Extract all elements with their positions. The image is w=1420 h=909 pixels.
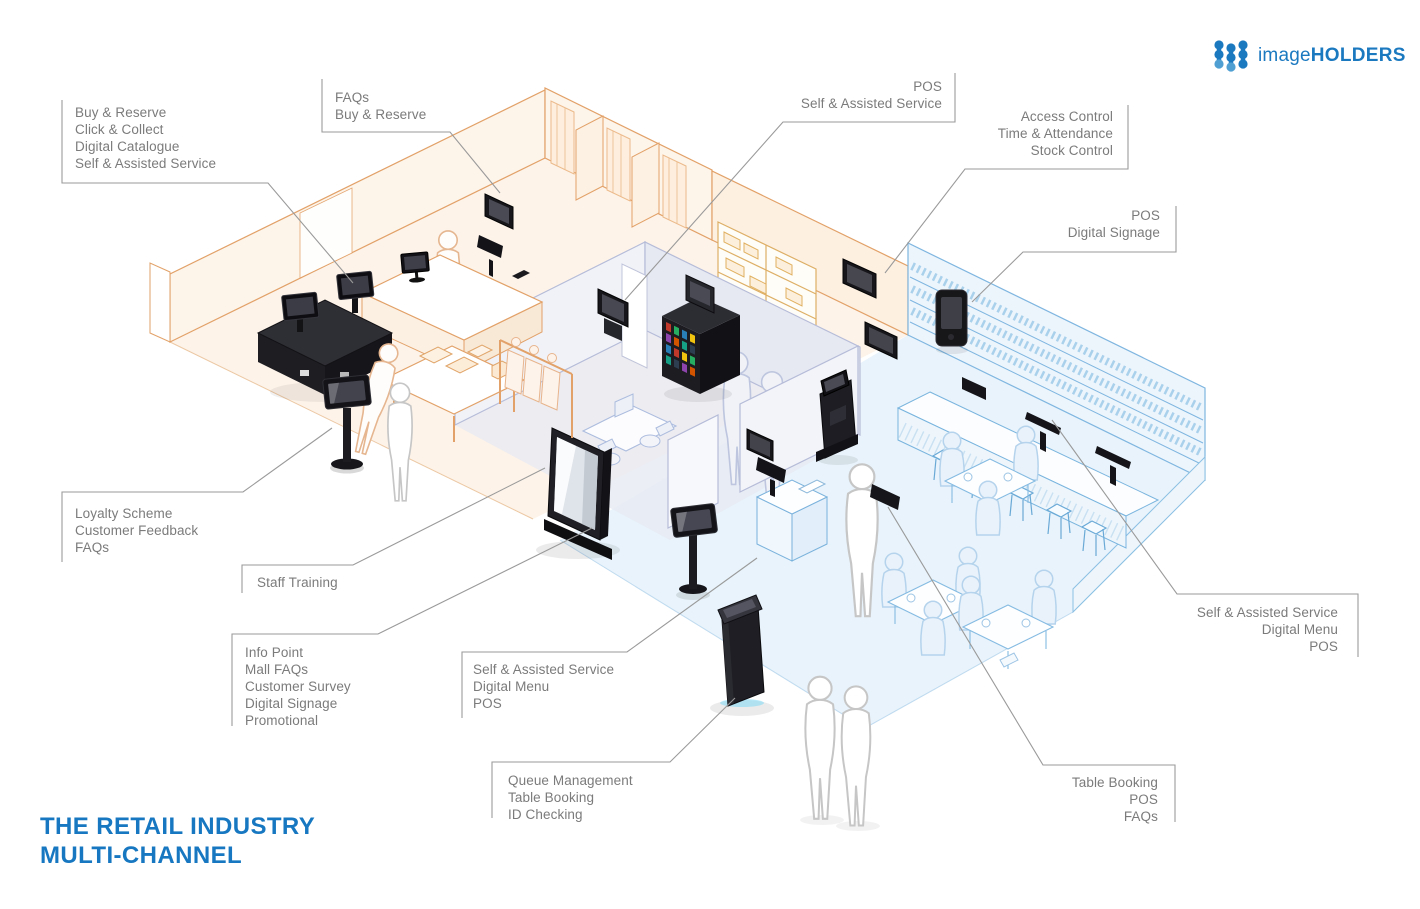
brand-logo: imageHOLDERS (1212, 38, 1406, 74)
imageholders-logo-icon (1214, 40, 1248, 72)
callout-label-line: ID Checking (508, 807, 583, 822)
wall-screen-kiosk-fitting (484, 193, 514, 230)
callout-info-point: Info Point Mall FAQs Customer Survey Dig… (245, 644, 351, 729)
callout-line-staff-training (241, 467, 546, 593)
callout-label-line: Access Control (1020, 109, 1113, 124)
customer-with-tablet (845, 463, 900, 618)
wall-side-kiosk (816, 369, 858, 465)
callout-line-queue (491, 697, 736, 818)
callout-loyalty: Loyalty Scheme Customer Feedback FAQs (75, 505, 198, 556)
card-terminal (512, 270, 530, 279)
callout-label-line: Digital Menu (473, 679, 550, 694)
callout-label-line: POS (1131, 208, 1160, 223)
dining-table (958, 569, 1057, 669)
callout-label-line: FAQs (75, 540, 110, 555)
brand-wordmark-bold: HOLDERS (1310, 45, 1406, 66)
callout-label-line: Customer Survey (245, 679, 351, 694)
callout-label-line: Table Booking (508, 790, 595, 805)
callout-label-line: Click & Collect (75, 122, 164, 137)
callout-line-loyalty (61, 427, 333, 562)
vending-kiosk (662, 274, 740, 402)
leader-lines (61, 73, 1359, 822)
brand-wordmark-light: image (1258, 45, 1311, 66)
page-title-line2: MULTI-CHANNEL (40, 842, 243, 869)
queue-lectern-kiosk (710, 594, 774, 716)
callout-line-self-menu-left (461, 557, 758, 718)
callout-label-line: Loyalty Scheme (75, 506, 173, 521)
callout-label-line: Self & Assisted Service (473, 662, 615, 677)
self-service-wall-kiosk (597, 288, 629, 341)
wall-screen-access (842, 258, 877, 299)
callout-label-line: FAQs (335, 90, 370, 105)
callout-label-line: Digital Signage (245, 696, 338, 711)
callout-label-line: Mall FAQs (245, 662, 309, 677)
callout-label-line: Self & Assisted Service (75, 156, 217, 171)
back-wall-left (149, 89, 546, 343)
callout-label-line: POS (1129, 792, 1158, 807)
callout-label-line: Queue Management (508, 773, 633, 788)
bar-tablet-stand (1025, 412, 1061, 452)
bar-tablet-stand (1095, 446, 1131, 486)
callout-label-line: Staff Training (257, 575, 338, 590)
callout-staff-training: Staff Training (257, 574, 338, 591)
callout-line-table-booking (887, 506, 1176, 822)
callout-queue-management: Queue Management Table Booking ID Checki… (508, 772, 633, 823)
wall-pos-kiosk (935, 289, 968, 354)
floor-standing-kiosk (322, 374, 372, 474)
callout-table-booking: Table Booking POS FAQs (1072, 774, 1158, 825)
walking-customers (800, 675, 880, 831)
callout-faqs-buy-reserve: FAQs Buy & Reserve (335, 89, 426, 123)
fitting-rooms (544, 87, 713, 241)
callout-label-line: FAQs (1123, 809, 1158, 824)
callout-label-line: Buy & Reserve (75, 105, 167, 120)
callout-line-self-menu-right (1051, 419, 1359, 657)
restaurant-edge-wall (1072, 455, 1206, 614)
callout-pos-digital-signage: POS Digital Signage (1068, 207, 1160, 241)
callout-label-line: Self & Assisted Service (800, 96, 942, 111)
dining-table (939, 425, 1039, 536)
callout-label-line: Buy & Reserve (335, 107, 427, 122)
callout-self-assisted-menu-left: Self & Assisted Service Digital Menu POS (473, 661, 614, 712)
callout-line-info-point (231, 527, 593, 726)
callout-label-line: POS (1309, 639, 1338, 654)
page-title-line1: THE RETAIL INDUSTRY (40, 813, 316, 840)
callout-label-line: Time & Attendance (997, 126, 1113, 141)
callout-label-line: Promotional (245, 713, 319, 728)
clothing-rack (499, 337, 573, 438)
callout-label-line: Digital Signage (1067, 225, 1160, 240)
bar-counter-tablet (962, 377, 986, 400)
brand-wordmark: imageHOLDERS (1258, 45, 1406, 67)
callout-label-line: Table Booking (1071, 775, 1158, 790)
callout-line-access (884, 105, 1129, 274)
digital-totem-kiosk (536, 427, 620, 560)
callout-label-line: Self & Assisted Service (1196, 605, 1338, 620)
counter-tablet-stand (477, 235, 503, 277)
wall-screen-staff (746, 428, 774, 462)
counter-monitor (400, 251, 430, 283)
host-podium (755, 457, 829, 562)
callout-label-line: Info Point (245, 645, 304, 660)
callout-line-buy-reserve (61, 100, 354, 284)
callout-line-pos-signage (971, 206, 1177, 303)
callout-label-line: Digital Catalogue (75, 139, 180, 154)
callout-label-line: POS (473, 696, 502, 711)
wall-screen-stock (864, 321, 898, 360)
callout-pos-self-assisted: POS Self & Assisted Service (801, 78, 942, 112)
callout-buy-reserve: Buy & Reserve Click & Collect Digital Ca… (75, 104, 216, 172)
callout-line-faqs (321, 79, 501, 194)
callout-label-line: Digital Menu (1261, 622, 1338, 637)
callout-label-line: Stock Control (1030, 143, 1113, 158)
dining-tables (881, 425, 1057, 669)
callout-line-pos-self (624, 73, 956, 301)
callout-self-assisted-menu-right: Self & Assisted Service Digital Menu POS (1197, 604, 1338, 655)
page-title: THE RETAIL INDUSTRY MULTI-CHANNEL (40, 812, 315, 870)
callout-label-line: Customer Feedback (75, 523, 199, 538)
callout-access-control: Access Control Time & Attendance Stock C… (998, 108, 1113, 159)
pole-display-kiosk (670, 503, 718, 600)
callout-label-line: POS (913, 79, 942, 94)
